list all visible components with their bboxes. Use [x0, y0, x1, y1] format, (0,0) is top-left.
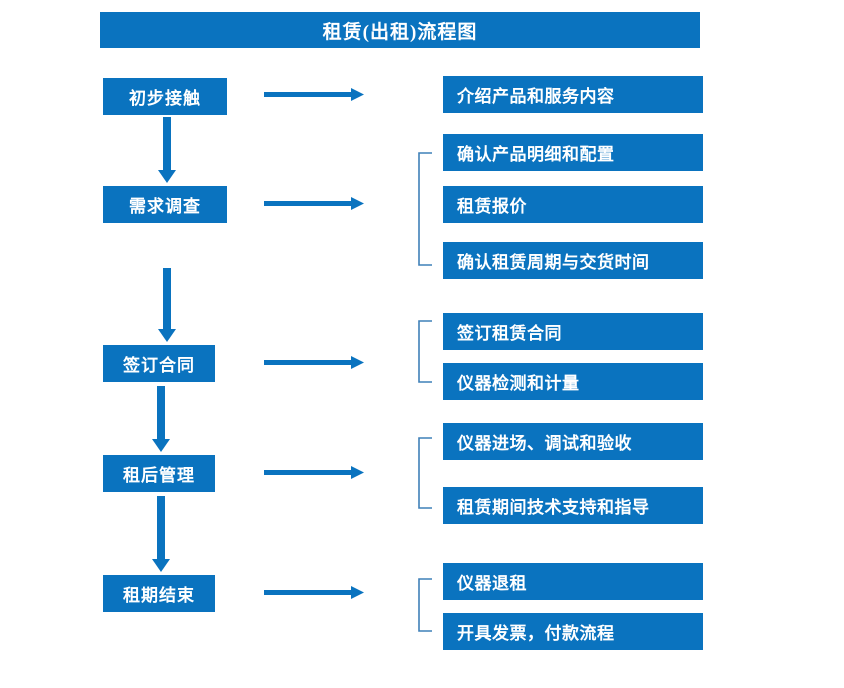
detail-box[interactable]: 介绍产品和服务内容 — [443, 76, 703, 113]
arrow-stage2-to-details — [264, 196, 364, 210]
stage-box[interactable]: 租后管理 — [103, 455, 215, 492]
stage-box[interactable]: 租期结束 — [103, 575, 215, 612]
stage-box[interactable]: 需求调查 — [103, 186, 227, 223]
detail-box[interactable]: 确认产品明细和配置 — [443, 134, 703, 171]
stage-box[interactable]: 初步接触 — [103, 78, 227, 115]
bracket-group-requirements — [418, 152, 434, 266]
bracket-group-management — [418, 437, 434, 509]
arrow-stage1-to-details — [264, 87, 364, 101]
arrow-stage1-to-stage2 — [157, 117, 177, 183]
bracket-group-termination — [418, 578, 434, 632]
detail-box[interactable]: 租赁报价 — [443, 186, 703, 223]
page-title: 租赁(出租)流程图 — [100, 12, 700, 48]
arrow-stage2-to-stage3 — [157, 268, 177, 342]
bracket-group-contract — [418, 320, 434, 383]
detail-box[interactable]: 租赁期间技术支持和指导 — [443, 487, 703, 524]
detail-box[interactable]: 仪器检测和计量 — [443, 363, 703, 400]
detail-box[interactable]: 确认租赁周期与交货时间 — [443, 242, 703, 279]
detail-box[interactable]: 开具发票，付款流程 — [443, 613, 703, 650]
detail-box[interactable]: 签订租赁合同 — [443, 313, 703, 350]
arrow-stage4-to-stage5 — [151, 496, 171, 572]
arrow-stage3-to-details — [264, 355, 364, 369]
arrow-stage5-to-details — [264, 585, 364, 599]
stage-box[interactable]: 签订合同 — [103, 345, 215, 382]
detail-box[interactable]: 仪器进场、调试和验收 — [443, 423, 703, 460]
detail-box[interactable]: 仪器退租 — [443, 563, 703, 600]
arrow-stage4-to-details — [264, 465, 364, 479]
arrow-stage3-to-stage4 — [151, 386, 171, 452]
